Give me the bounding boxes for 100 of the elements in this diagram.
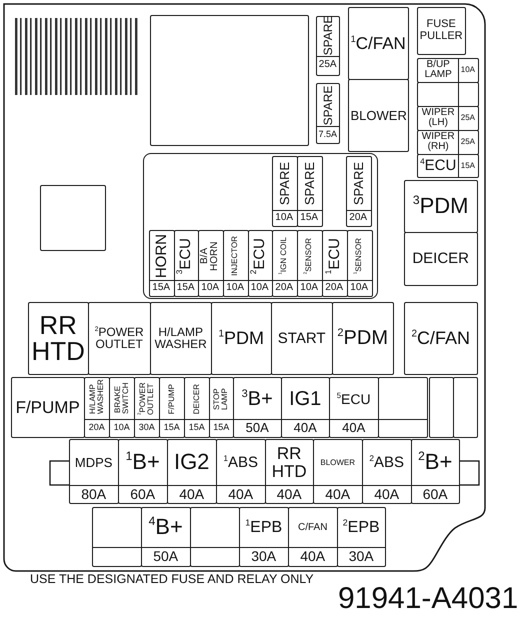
fuse <box>159 377 185 438</box>
fuse-label: SPARE <box>352 162 365 206</box>
relay <box>404 302 478 375</box>
fuse-label: $^{1}$B+ <box>126 451 160 474</box>
fuse-label: C/FAN <box>298 522 328 533</box>
fuse-label: $^{1}$ABS <box>223 455 258 470</box>
relay-label: $^{1}$PDM <box>218 329 264 348</box>
relay-label: RR HTD <box>30 312 86 365</box>
relay <box>28 302 89 375</box>
fuse-puller <box>417 7 466 55</box>
relay-label: H/LAMP WASHER <box>154 326 208 350</box>
relay <box>348 79 409 152</box>
fuse <box>265 439 314 504</box>
fuse-label: $^{1}$EPB <box>245 520 282 536</box>
fuse <box>417 106 479 131</box>
relay-label: $^{3}$PDM <box>412 194 468 218</box>
fuse <box>141 507 191 567</box>
fuse <box>316 83 340 144</box>
relay-label: $^{2}$C/FAN <box>411 329 470 348</box>
relay-label: DEICER <box>412 251 470 266</box>
amperage-rating: 25A <box>318 60 337 70</box>
fuse-label: SPARE <box>278 162 291 206</box>
amperage-rating: 15A <box>213 423 230 432</box>
fuse-label: STOP LAMP <box>213 386 230 411</box>
fuse <box>272 230 298 296</box>
fuse <box>362 439 412 504</box>
fuse <box>411 439 460 504</box>
relay-label: $^{2}$PDM <box>337 328 388 348</box>
amperage-rating: 60A <box>130 486 156 502</box>
fuse-label: BLOWER <box>320 458 356 467</box>
fuse-label: IG2 <box>174 451 210 474</box>
fuse <box>184 377 210 438</box>
fuse <box>216 439 266 504</box>
relay-label: START <box>278 330 326 346</box>
amperage-rating: 15A <box>188 423 205 432</box>
amperage-rating: 30A <box>348 549 374 564</box>
fuse-label: $^{5}$ECU <box>336 392 371 406</box>
fuse-label: $^{2}$EPB <box>342 520 380 536</box>
fuse-label: $^{2}$ABS <box>369 455 404 470</box>
amperage-rating: 30A <box>251 549 276 564</box>
fuse-label: $^{3}$B+ <box>242 388 273 409</box>
fuse-label: HORN <box>154 234 169 278</box>
fuse-label: SPARE <box>302 162 316 206</box>
fuse-label: RR HTD <box>270 445 308 480</box>
amperage-rating: 7.5A <box>318 130 337 139</box>
empty-fuse-slot <box>190 507 240 567</box>
relay <box>332 302 394 375</box>
fuse-label: SPARE <box>322 18 334 55</box>
fuse-label: IG1 <box>289 388 322 409</box>
fuse-label: WIPER (RH) <box>420 132 456 152</box>
fuse-label: $^{4}$B+ <box>148 516 183 539</box>
amperage-rating: 20A <box>88 423 105 432</box>
mini-fuse-block <box>143 153 378 299</box>
amperage-rating: 80A <box>81 486 106 502</box>
relay-label: F/PUMP <box>16 398 80 416</box>
fuse <box>316 16 340 76</box>
fuse <box>417 130 479 155</box>
amperage-rating: 20A <box>325 282 344 293</box>
amperage-rating: 50A <box>246 421 269 435</box>
fuse <box>288 507 338 567</box>
amperage-rating: 40A <box>294 421 317 435</box>
amperage-rating: 25A <box>460 114 475 122</box>
fuse <box>209 377 234 438</box>
fuse-label: F/PUMP <box>168 384 176 414</box>
amperage-rating: 50A <box>153 549 178 564</box>
amperage-rating: 40A <box>276 486 302 502</box>
amperage-rating: 20A <box>349 212 368 223</box>
relay <box>271 302 333 375</box>
relay <box>404 180 478 233</box>
part-number: 91941-A4031 <box>338 582 518 616</box>
fuse <box>148 230 174 296</box>
fuse <box>198 230 224 296</box>
amperage-rating: 10A <box>300 282 318 293</box>
amperage-rating: 15A <box>460 162 475 170</box>
fuse <box>296 230 322 296</box>
fuse <box>248 230 272 296</box>
fuse-label: INJECTOR <box>231 236 240 276</box>
empty-fuse-slot <box>453 377 478 438</box>
amperage-rating: 15A <box>152 282 170 293</box>
relay <box>211 302 272 375</box>
amperage-rating: 10A <box>201 282 220 293</box>
fuse <box>233 377 282 438</box>
fuse <box>281 377 330 438</box>
fuse-label: DEICER <box>192 384 201 414</box>
fuse <box>417 154 479 178</box>
amperage-rating: 15A <box>300 212 318 223</box>
fuse <box>322 230 348 296</box>
relay <box>348 7 409 80</box>
instruction-note: USE THE DESIGNATED FUSE AND RELAY ONLY <box>30 572 314 586</box>
amperage-rating: 40A <box>325 486 350 502</box>
fuse-label: $^{4}$ECU <box>420 158 456 174</box>
fuse-label: B/A HORN <box>200 240 220 271</box>
fuse-label: MDPS <box>74 456 112 470</box>
fuse <box>134 377 160 438</box>
amperage-rating: 15A <box>164 423 180 432</box>
fuse <box>313 439 363 504</box>
amperage-rating: 40A <box>374 486 400 502</box>
empty-fuse-slot <box>417 82 479 107</box>
amperage-rating: 10A <box>226 282 244 293</box>
amperage-rating: 10A <box>114 423 130 432</box>
